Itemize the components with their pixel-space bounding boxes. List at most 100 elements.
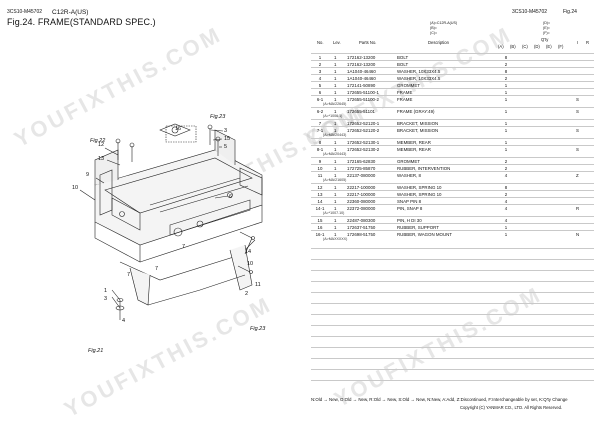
- description: PIN, H DI 30: [397, 218, 422, 223]
- callout-label: 13: [98, 156, 104, 162]
- part-number: 172652-52130-2: [347, 147, 380, 152]
- quantity-a: 4: [504, 173, 508, 178]
- level: 1: [334, 159, 337, 164]
- col-qty: Q'ty: [541, 37, 549, 42]
- level: 1: [334, 83, 337, 88]
- part-number: 1A1040-46460: [347, 69, 376, 74]
- level: 1: [334, 69, 337, 74]
- part-number-ref: 16-1: [315, 232, 325, 237]
- part-number: 172652-52120-2: [347, 128, 380, 133]
- level: 1: [334, 232, 337, 237]
- serial-note: (A>MAXXXXX): [323, 236, 348, 241]
- part-number-ref: 7: [318, 121, 322, 126]
- quantity-a: 1: [504, 97, 508, 102]
- description: WASHER, 8: [397, 173, 421, 178]
- model-name: C12R-A(US): [52, 9, 89, 16]
- part-number: 172637-51750: [347, 225, 376, 230]
- table-rule: [311, 369, 594, 370]
- part-number: 22372-080000: [347, 206, 376, 211]
- col-description: Description: [428, 40, 449, 45]
- description: BOLT: [397, 55, 409, 60]
- table-rule: [311, 281, 594, 282]
- callout-label: 10: [247, 261, 253, 267]
- quantity-a: 1: [504, 90, 508, 95]
- quantity-a: 1: [504, 128, 508, 133]
- description: RUBBER, WAGON MOUNT: [397, 232, 452, 237]
- table-rule: [311, 358, 594, 359]
- level: 1: [334, 121, 337, 126]
- quantity-a: 4: [504, 218, 508, 223]
- table-rule: [311, 270, 594, 271]
- callout-label: 10: [72, 185, 78, 191]
- level: 1: [334, 97, 337, 102]
- table-row: 6-1 1 172655-51100-2 FRAME 1 S: [311, 95, 594, 103]
- interchange-code: N: [576, 232, 580, 237]
- callout-label: 7: [155, 266, 158, 272]
- description: FRAME (GRAY:49): [397, 109, 435, 114]
- part-number: 172655-51100-2: [347, 97, 379, 102]
- part-number-ref: 5: [318, 83, 322, 88]
- callout-label: 6: [229, 194, 232, 200]
- description: BRACKET, MISSION: [397, 121, 439, 126]
- serial-note: (A>MA/22645): [323, 101, 347, 106]
- table-rule: [311, 314, 594, 315]
- figure-reference: Fig.21: [88, 348, 103, 354]
- description: WASHER, 10X33X4.5: [397, 69, 441, 74]
- part-number: 172725-85870: [347, 166, 376, 171]
- figure-reference: Fig.23: [250, 326, 266, 332]
- part-number-ref: 15: [317, 218, 323, 223]
- model-key-list: (A)=C12R-A(US) (B)= (C)=: [430, 21, 458, 35]
- part-number-ref: 8: [318, 140, 322, 145]
- description: RUBBER, INTERVENTION: [397, 166, 451, 171]
- col-r: R: [586, 40, 590, 45]
- description: WASHER, SPRING 10: [397, 192, 442, 197]
- part-number: 172162-13200: [347, 62, 376, 67]
- quantity-a: 8: [504, 185, 508, 190]
- quantity-a: 1: [504, 140, 508, 145]
- part-number-ref: 14: [317, 199, 323, 204]
- part-number-ref: 6-1: [316, 97, 324, 102]
- description: GROMMET: [397, 159, 420, 164]
- level: 1: [334, 76, 337, 81]
- part-number: 22360-080000: [347, 199, 376, 204]
- interchange-code: Z: [576, 173, 579, 178]
- level: 1: [334, 147, 337, 152]
- description: FRAME: [397, 90, 413, 95]
- part-number-ref: 12: [317, 185, 323, 190]
- change-code-legend: N:Old → New, O:Old → New, R:Old → New, S…: [311, 397, 568, 402]
- col-no: No.: [317, 40, 324, 45]
- table-rule: [311, 248, 594, 249]
- col-parts-no: Parts No.: [359, 40, 377, 45]
- callout-label: 14: [245, 249, 251, 255]
- callout-label: 5: [224, 144, 227, 150]
- callout-label: 12: [98, 142, 104, 148]
- part-number: 172698-51750: [347, 232, 376, 237]
- table-rule: [311, 347, 594, 348]
- interchange-code: R: [576, 206, 580, 211]
- quantity-a: 1: [504, 147, 508, 152]
- interchange-code: S: [576, 109, 579, 114]
- part-number-ref: 7-1: [316, 128, 324, 133]
- level: 1: [334, 206, 337, 211]
- part-number: 22487-080300: [347, 218, 376, 223]
- part-number: 172655-51100-1: [347, 90, 379, 95]
- part-number: 172652-52130-1: [347, 140, 380, 145]
- model-key-list: (D)= (E)= (F)=: [543, 21, 551, 35]
- description: PIN, SNAP 8: [397, 206, 423, 211]
- level: 1: [334, 128, 337, 133]
- interchange-code: S: [576, 97, 579, 102]
- description: BRACKET, MISSION: [397, 128, 439, 133]
- description: SNAP PIN 8: [397, 199, 422, 204]
- callout-label: 16: [175, 126, 181, 132]
- description: WASHER, 10X33X4.5: [397, 76, 441, 81]
- description: FRAME: [397, 97, 413, 102]
